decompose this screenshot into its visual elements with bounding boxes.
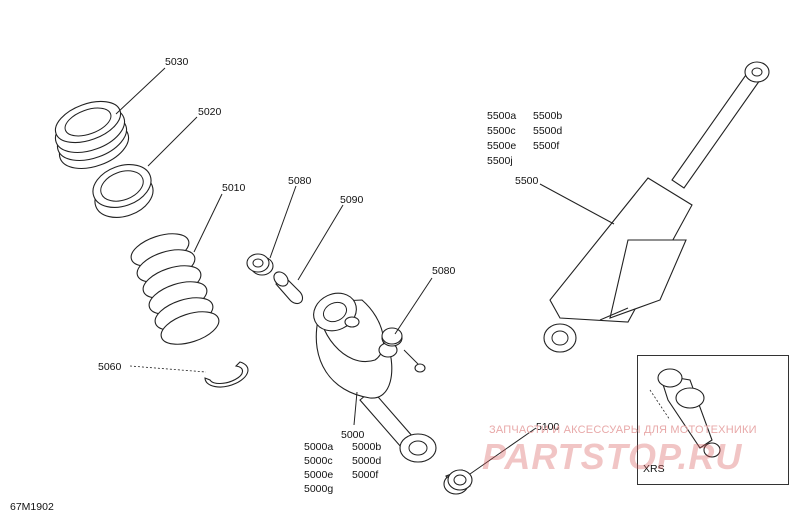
leader-lines bbox=[115, 67, 615, 475]
label-5000g: 5000g bbox=[304, 483, 334, 495]
label-5000d: 5000d bbox=[352, 455, 382, 467]
label-5020: 5020 bbox=[198, 106, 222, 118]
label-5500b: 5500b bbox=[533, 110, 563, 122]
label-5000: 5000 bbox=[341, 429, 365, 441]
xrs-inset-drawing bbox=[649, 368, 721, 458]
watermark-tagline: ЗАПЧАСТИ И АКСЕССУАРЫ ДЛЯ МОТОТЕХНИКИ bbox=[489, 424, 757, 436]
coil-spring-5010 bbox=[130, 233, 220, 345]
spring-adjuster-5020 bbox=[92, 164, 154, 218]
label-5000b: 5000b bbox=[352, 441, 382, 453]
label-5500a: 5500a bbox=[487, 110, 517, 122]
watermark-logo: PARTSTOP.RU bbox=[482, 436, 743, 477]
clip-ring-5060 bbox=[204, 361, 249, 388]
bushing-5080-right bbox=[381, 327, 403, 345]
shock-absorber-5000 bbox=[313, 292, 437, 463]
diagram-id: 67M1902 bbox=[10, 501, 54, 513]
label-5090: 5090 bbox=[340, 194, 364, 206]
label-5000c: 5000c bbox=[304, 455, 333, 467]
label-5060: 5060 bbox=[98, 361, 122, 373]
label-5500d: 5500d bbox=[533, 125, 563, 137]
label-5500f: 5500f bbox=[533, 140, 560, 152]
label-5080-right: 5080 bbox=[432, 265, 456, 277]
label-5500e: 5500e bbox=[487, 140, 517, 152]
label-5500: 5500 bbox=[515, 175, 539, 187]
label-5080-left: 5080 bbox=[288, 175, 312, 187]
label-5000e: 5000e bbox=[304, 469, 334, 481]
label-5500j: 5500j bbox=[487, 155, 513, 167]
bushing-5100 bbox=[443, 469, 473, 495]
sleeve-5090 bbox=[273, 271, 304, 305]
label-5100: 5100 bbox=[536, 421, 560, 433]
shock-absorber-5500 bbox=[543, 61, 770, 353]
label-5000f: 5000f bbox=[352, 469, 379, 481]
bushing-5080-left bbox=[246, 253, 274, 276]
inset-label-xrs: XRS bbox=[643, 463, 665, 475]
label-5500c: 5500c bbox=[487, 125, 516, 137]
spring-retainer-5030 bbox=[54, 100, 130, 170]
label-5030: 5030 bbox=[165, 56, 189, 68]
label-5010: 5010 bbox=[222, 182, 246, 194]
xrs-inset-frame bbox=[637, 355, 789, 485]
label-5000a: 5000a bbox=[304, 441, 334, 453]
